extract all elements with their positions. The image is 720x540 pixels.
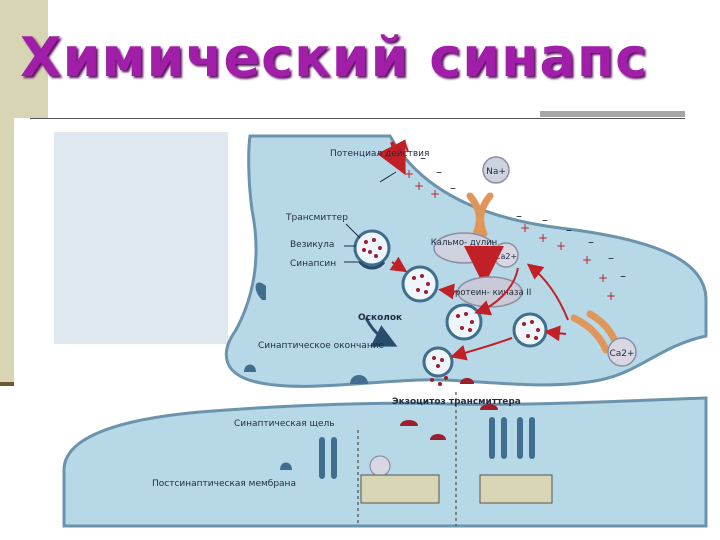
transmitter-label: Трансмиттер — [285, 213, 348, 223]
vesicle-docking-contents — [456, 312, 474, 332]
svg-text:–: – — [542, 213, 548, 227]
svg-text:+: + — [598, 271, 608, 285]
presynaptic-release-sites — [244, 282, 368, 384]
figure-left-panel — [54, 132, 230, 344]
svg-text:–: – — [620, 269, 626, 283]
svg-text:–: – — [608, 251, 614, 265]
side-accent-bar — [0, 0, 48, 118]
svg-text:–: – — [436, 165, 442, 179]
vesicle-released-contents — [412, 274, 430, 294]
svg-text:–: – — [420, 151, 426, 165]
svg-text:–: – — [450, 181, 456, 195]
leader-lines — [344, 171, 397, 263]
svg-text:+: + — [538, 231, 548, 245]
svg-text:–: – — [516, 209, 522, 223]
svg-text:–: – — [566, 223, 572, 237]
action-potential-arrow-secondary — [403, 139, 409, 153]
transmitter-molecules — [400, 378, 498, 440]
svg-text:+: + — [404, 167, 414, 181]
svg-text:+: + — [414, 179, 424, 193]
vesicle-fusing-contents — [432, 356, 444, 368]
slide-title: Химический синапс — [20, 26, 649, 89]
sodium-channel — [466, 192, 494, 238]
svg-text:+: + — [520, 221, 530, 235]
vesicle-near-channel — [512, 312, 548, 348]
title-rule — [30, 118, 685, 119]
vesicle-near-channel-contents — [522, 320, 540, 340]
side-accent-stripe — [0, 382, 14, 386]
vesicle-bound-synapsin — [353, 229, 391, 270]
calcium-bound-label: Ca2+ — [495, 252, 517, 261]
sodium-ion — [482, 156, 510, 184]
svg-text:+: + — [606, 289, 616, 303]
exocytosis-label: Экзоцитоз трансмиттера — [392, 397, 521, 407]
calcium-ion-label: Ca2+ — [609, 349, 634, 359]
synaptic-ending-label: Синаптическое окончание — [258, 341, 385, 351]
ion-in-cleft — [369, 455, 391, 477]
svg-text:+: + — [556, 239, 566, 253]
sodium-ion-label: Na+ — [486, 167, 506, 177]
calmodulin-label: Кальмо- дулин — [431, 238, 498, 248]
calcium-ion — [607, 337, 637, 367]
vesicle-label: Везикула — [290, 240, 334, 250]
fragment-label: Осколок — [358, 313, 402, 323]
svg-text:+: + — [430, 187, 440, 201]
calcium-to-calmodulin-arrow — [526, 263, 569, 321]
postsynaptic-membrane-label: Постсинаптическая мембрана — [152, 479, 296, 489]
calcium-to-vesicle-arrow — [544, 325, 567, 342]
side-accent-bar-lower — [0, 118, 14, 386]
membrane-minus-signs: ––– ––– ––– — [420, 151, 626, 283]
released-transmitter-dots — [430, 376, 448, 386]
svg-text:+: + — [582, 253, 592, 267]
action-potential-label: Потенциал действия — [330, 149, 429, 159]
protein-kinase-label: Протеин- киназа II — [449, 288, 532, 298]
fragment-arrow — [364, 317, 398, 347]
synaptic-cleft-label: Синаптическая щель — [234, 419, 335, 429]
svg-text:–: – — [588, 235, 594, 249]
vesicle-fusing — [422, 346, 454, 378]
label-box-left — [360, 474, 440, 504]
action-potential-arrow — [376, 139, 406, 176]
kinase-to-docking-arrow — [474, 267, 519, 316]
vesicle-released — [401, 265, 439, 303]
title-rule-accent — [540, 111, 685, 117]
label-box-right — [479, 474, 553, 504]
membrane-plus-signs: +++ +++ +++ — [404, 167, 616, 303]
synapsin-label: Синапсин — [290, 259, 336, 269]
vesicle-release-arrow — [389, 256, 408, 273]
postsynaptic-receptors — [280, 417, 535, 479]
vesicle-to-fusion-arrow — [450, 337, 513, 361]
vesicle-docking — [445, 303, 483, 341]
kinase-to-vesicle-arrow — [438, 283, 459, 300]
